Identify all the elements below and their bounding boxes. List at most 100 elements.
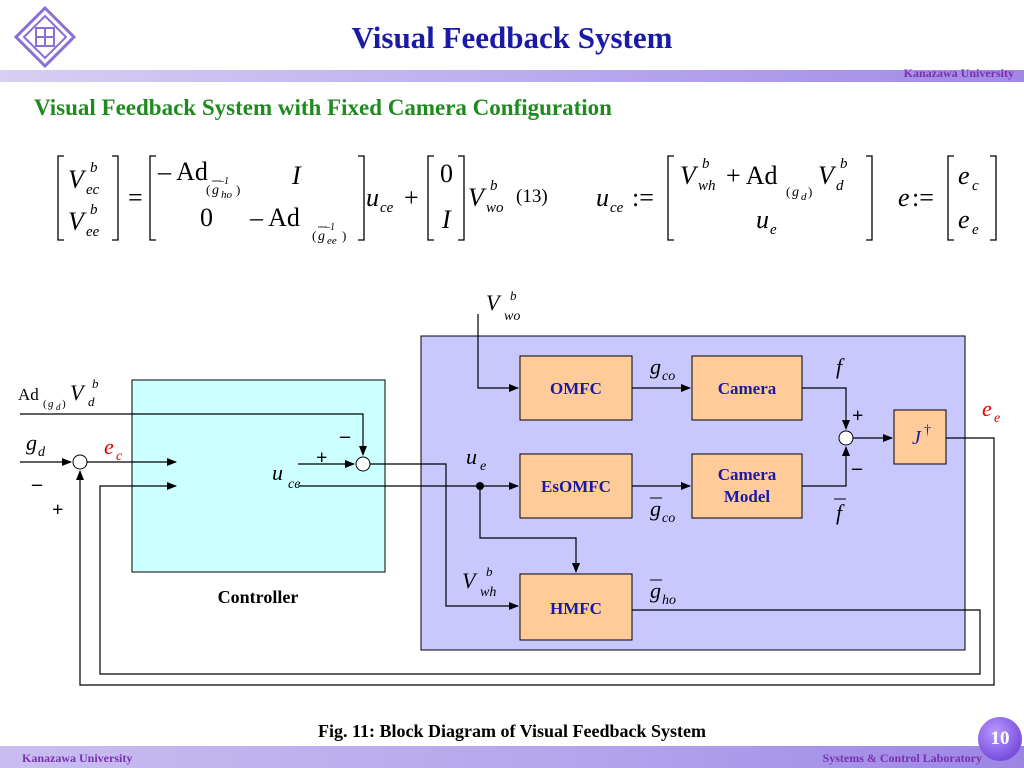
svg-text:u: u	[272, 460, 283, 485]
svg-text:ee: ee	[86, 224, 100, 240]
controller-block	[131, 379, 386, 573]
svg-text:I: I	[441, 205, 452, 234]
svg-text:(: (	[786, 184, 790, 199]
esomfc-block	[519, 453, 633, 519]
svg-text:+ Ad: + Ad	[726, 161, 778, 190]
svg-text:ce: ce	[610, 200, 624, 216]
jdagger-label: J	[912, 427, 922, 449]
sum-junction-3	[838, 430, 854, 446]
sum-junction-2	[355, 456, 371, 472]
svg-text:V: V	[680, 161, 699, 190]
jdagger-block	[893, 409, 947, 465]
svg-text:wh: wh	[698, 178, 716, 194]
svg-text:b: b	[90, 202, 98, 218]
footer-university: Kanazawa University	[22, 751, 133, 765]
footer-lab: Systems & Control Laboratory	[822, 751, 982, 765]
svg-text:f: f	[836, 500, 845, 525]
svg-text:– Ad: – Ad	[157, 157, 208, 186]
svg-text:V: V	[818, 161, 837, 190]
svg-text:co: co	[662, 511, 675, 526]
svg-text:ec: ec	[86, 182, 100, 198]
svg-text:g: g	[212, 183, 219, 198]
svg-text:e: e	[480, 459, 486, 474]
omfc-label: OMFC	[550, 379, 602, 398]
svg-text:): )	[342, 228, 346, 243]
svg-text:e: e	[994, 411, 1000, 426]
svg-text:ce: ce	[380, 200, 394, 216]
footer-bar	[0, 746, 1024, 768]
svg-text:b: b	[840, 156, 848, 172]
svg-text:g: g	[792, 185, 799, 200]
svg-text:V: V	[70, 380, 86, 405]
svg-text:V: V	[468, 183, 487, 212]
svg-text:(: (	[43, 398, 47, 410]
svg-text:c: c	[116, 449, 123, 464]
hmfc-block	[519, 573, 633, 641]
svg-text:V: V	[68, 165, 87, 194]
university-emblem-icon	[14, 6, 76, 68]
svg-text:d: d	[38, 445, 46, 460]
svg-text:u: u	[366, 183, 379, 212]
svg-text:): )	[808, 184, 812, 199]
svg-text:e: e	[982, 396, 992, 421]
svg-text:u: u	[466, 444, 477, 469]
svg-text:e: e	[972, 222, 979, 238]
svg-text:b: b	[92, 376, 99, 391]
svg-text::=: :=	[632, 183, 654, 212]
page-title: Visual Feedback System	[351, 20, 673, 55]
svg-text:g: g	[650, 354, 661, 379]
camera-model-label-1: Camera	[718, 465, 777, 484]
svg-text:b: b	[486, 564, 493, 579]
sum-junction-1	[72, 454, 88, 470]
hmfc-label: HMFC	[550, 599, 602, 618]
svg-text:b: b	[702, 156, 710, 172]
figure-caption: Fig. 11: Block Diagram of Visual Feedbac…	[318, 721, 706, 741]
svg-text:): )	[62, 398, 66, 410]
svg-text:e: e	[770, 222, 777, 238]
camera-label: Camera	[718, 379, 777, 398]
svg-text:=: =	[128, 183, 143, 212]
svg-text:0: 0	[440, 159, 453, 188]
sum1-minus: –	[31, 473, 43, 495]
sum3-minus: –	[851, 457, 863, 479]
svg-text:d: d	[88, 394, 95, 409]
svg-text:b: b	[490, 178, 498, 194]
svg-text:(: (	[206, 182, 210, 197]
svg-text:(: (	[312, 228, 316, 243]
svg-text:–1: –1	[218, 176, 229, 187]
svg-text:b: b	[90, 160, 98, 176]
svg-text:e: e	[958, 205, 970, 234]
svg-text:g: g	[48, 398, 54, 410]
svg-text:†: †	[924, 423, 931, 438]
svg-text:ce: ce	[288, 477, 300, 492]
sum3-plus: +	[852, 405, 863, 427]
svg-text:g: g	[318, 229, 325, 244]
svg-text:u: u	[596, 183, 609, 212]
svg-text:ee: ee	[327, 235, 337, 247]
header-bar	[0, 70, 1024, 82]
sum1-plus: +	[52, 499, 63, 521]
svg-text:b: b	[510, 288, 517, 303]
svg-text:wo: wo	[504, 309, 520, 324]
svg-text:–1: –1	[324, 222, 335, 233]
camera-model-block	[691, 453, 803, 519]
svg-text:V: V	[68, 207, 87, 236]
svg-text:I: I	[291, 161, 302, 190]
svg-text:ho: ho	[662, 593, 676, 608]
page-number: 10	[978, 717, 1022, 761]
equation-number: (13)	[516, 186, 548, 207]
svg-text:V: V	[462, 568, 478, 593]
svg-text:0: 0	[200, 203, 213, 232]
svg-text::=: :=	[912, 183, 934, 212]
svg-text:f: f	[836, 354, 845, 379]
sum2-minus: –	[339, 425, 351, 447]
svg-text:Ad: Ad	[18, 385, 39, 404]
svg-text:ho: ho	[221, 189, 233, 201]
svg-text:u: u	[756, 205, 769, 234]
svg-text:e: e	[898, 183, 910, 212]
svg-text:d: d	[801, 191, 807, 203]
svg-text:wo: wo	[486, 200, 504, 216]
camera-model-label-2: Model	[724, 487, 771, 506]
camera-block	[691, 355, 803, 421]
